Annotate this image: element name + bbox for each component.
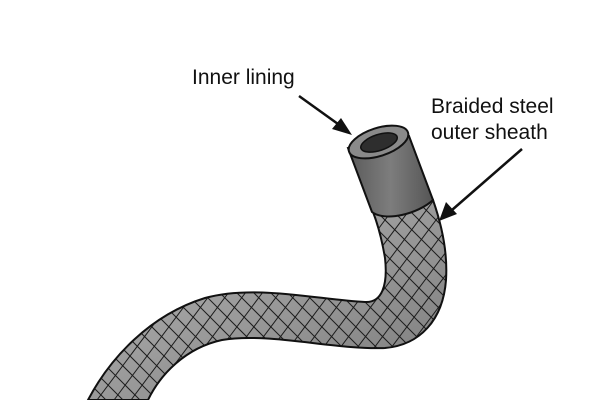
inner-lining-tube <box>346 124 435 218</box>
inner-lining-arrow <box>298 94 352 135</box>
outer-sheath-label-line-1: Braided steel <box>431 95 554 118</box>
inner-lining-label: Inner lining <box>192 66 295 89</box>
outer-sheath-label: Braided steel outer sheath <box>431 94 554 146</box>
outer-sheath-arrow <box>439 148 523 221</box>
outer-sheath-label-line-2: outer sheath <box>431 121 548 144</box>
